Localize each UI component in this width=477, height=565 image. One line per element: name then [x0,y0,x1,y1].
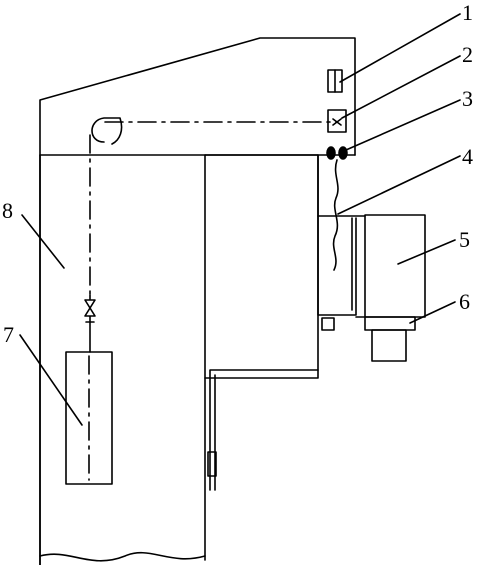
leader-4 [337,155,461,215]
machine-body-outline [39,37,356,565]
leader-7 [19,334,83,426]
leader-2 [341,55,461,119]
leader-5 [397,239,456,265]
leader-8 [21,214,65,269]
small-flange [321,317,335,331]
label-3: 3 [462,86,473,111]
label-1: 1 [462,0,473,25]
label-4: 4 [462,144,473,169]
roller-left [326,146,336,160]
roller-right [338,146,348,160]
hook-fitting [84,294,96,323]
wire-4 [332,159,339,271]
label-5: 5 [459,227,470,252]
pulley [91,117,123,145]
break-line [39,551,206,562]
motor-body [364,214,426,318]
label-2: 2 [462,42,473,67]
counterweight [65,351,113,485]
motor-shaft-housing [371,329,407,362]
head-housing [204,154,319,379]
motor-flange [364,316,416,331]
leader-3 [345,99,461,151]
side-bracket [207,451,217,477]
gearbox-panel [317,154,357,316]
leader-1 [339,13,461,83]
label-8: 8 [2,198,13,223]
component-2 [327,109,347,133]
side-plate [209,369,319,491]
label-6: 6 [459,289,470,314]
label-7: 7 [3,322,14,347]
leader-6 [409,301,456,324]
